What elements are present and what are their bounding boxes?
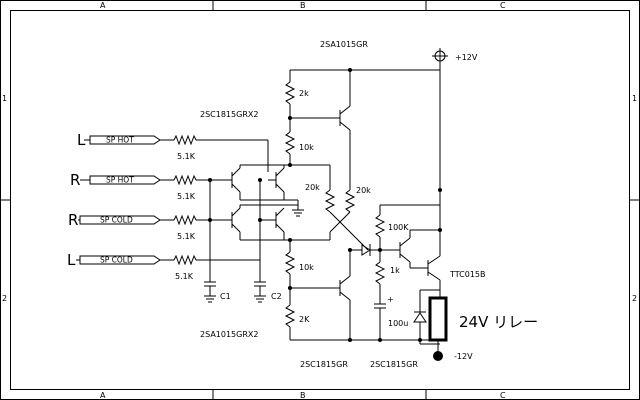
resistor-10k: [284, 251, 296, 275]
rail-negative-label: -12V: [454, 352, 473, 361]
r-20k-left-label: 20k: [305, 183, 320, 192]
resistor-value: 5.1K: [175, 272, 194, 281]
r-20k-right-label: 20k: [356, 186, 371, 195]
resistor-1k: [374, 261, 386, 285]
cap-polarity: +: [387, 295, 394, 304]
rail-positive-label: +12V: [455, 53, 478, 62]
q-input-pnp-label: 2SA1015GRX2: [200, 330, 258, 339]
q-lower-right-label: 2SC1815GR: [370, 360, 418, 369]
grid-col-c-top: C: [500, 1, 506, 10]
junction-dots: [208, 68, 442, 342]
grid-row-2-left: 2: [2, 294, 7, 303]
connector-tag: SP COLD: [100, 216, 133, 225]
resistor-value: 5.1K: [177, 232, 196, 241]
transistor-2sc1815gr-left: [332, 250, 351, 340]
sp-hot-connector: [89, 175, 161, 185]
resistor-20k: [324, 189, 336, 213]
transistor-npn-pair: [226, 140, 298, 201]
resistor-5k1: [173, 254, 197, 266]
grid-row-2-right: 2: [632, 294, 637, 303]
transistor-driver-pnp: [392, 229, 440, 269]
resistor-2k: [284, 304, 296, 328]
resistor-2k: [284, 81, 296, 105]
sp-cold-connector: [79, 215, 161, 225]
grid-col-c-bottom: C: [500, 391, 506, 400]
c2-label: C2: [271, 292, 282, 301]
relay-coil: [428, 296, 448, 342]
sp-cold-connector: [79, 255, 161, 265]
grid-col-a-bottom: A: [100, 391, 106, 400]
resistor-100k: [374, 214, 386, 238]
c1-label: C1: [220, 292, 231, 301]
channel-label: L: [67, 251, 76, 269]
input-row-2: R SP HOT 5.1K: [70, 171, 226, 201]
relay-label: 24V リレー: [459, 313, 538, 331]
grid-row-1-left: 1: [2, 94, 7, 103]
q-driver-label: TTC015B: [449, 270, 486, 279]
resistor-value: 5.1K: [177, 152, 196, 161]
resistor-5k1: [173, 214, 197, 226]
connector-tag: SP HOT: [106, 176, 134, 185]
grid-row-1-right: 1: [632, 94, 637, 103]
grid-col-b-bottom: B: [300, 391, 306, 400]
sp-hot-connector: [89, 135, 161, 145]
connector-tag: SP COLD: [100, 256, 133, 265]
q-lower-left-label: 2SC1815GR: [300, 360, 348, 369]
inner-border: [10, 10, 630, 390]
resistor-5k1: [173, 134, 197, 146]
diode: [361, 244, 371, 256]
resistor-value: 5.1K: [177, 192, 196, 201]
q-upper-label: 2SA1015GR: [320, 40, 368, 49]
input-row-4: L SP COLD 5.1K: [67, 251, 260, 281]
vee-terminal-icon: [433, 351, 443, 361]
q-input-npn-label: 2SC1815GRX2: [200, 110, 258, 119]
transistor-pnp-pair: [226, 204, 298, 241]
transistor-2sa1015gr: [332, 70, 351, 190]
input-row-1: L SP HOT 5.1K: [77, 131, 268, 161]
r-10k-bottom-label: 10k: [299, 263, 314, 272]
c-100u-label: 100u: [388, 319, 408, 328]
r-2k-bottom-label: 2K: [299, 315, 310, 324]
grid-col-b-top: B: [300, 1, 306, 10]
input-row-3: R SP COLD 5.1K: [68, 211, 226, 241]
channel-label: R: [70, 171, 80, 189]
channel-label: R: [68, 211, 78, 229]
r-10k-top-label: 10k: [299, 143, 314, 152]
r-100k-label: 100K: [388, 223, 409, 232]
channel-label: L: [77, 131, 86, 149]
r-1k-label: 1k: [390, 266, 400, 275]
connector-tag: SP HOT: [106, 136, 134, 145]
r-2k-label: 2k: [299, 89, 309, 98]
resistor-5k1: [173, 174, 197, 186]
transistor-ttc015b: [422, 230, 441, 298]
resistor-10k: [284, 131, 296, 155]
grid-col-a-top: A: [100, 1, 106, 10]
resistor-20k: [344, 189, 356, 213]
